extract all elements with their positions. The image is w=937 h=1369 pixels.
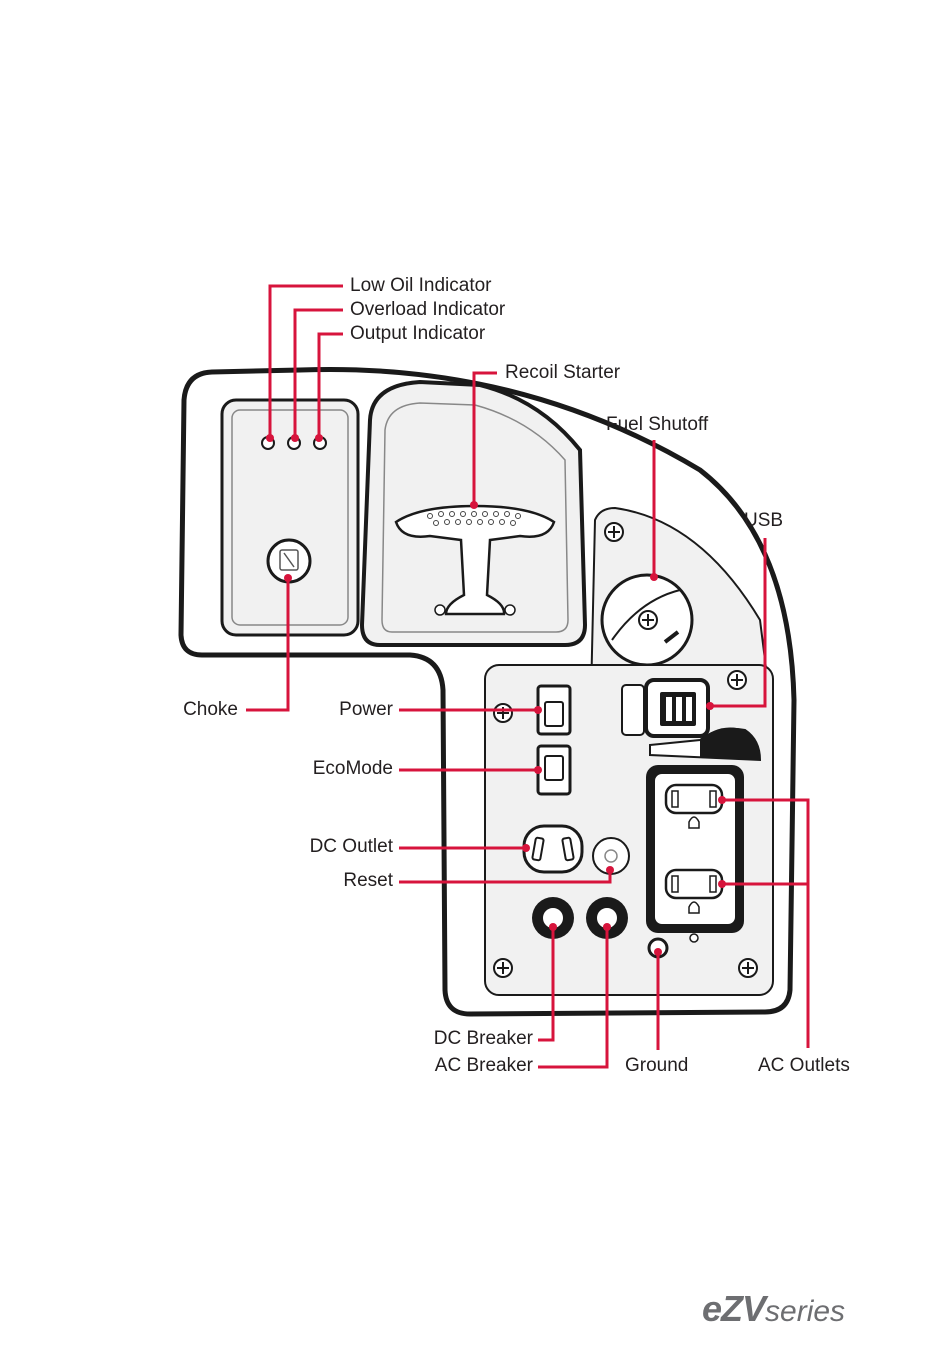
label-usb: USB — [744, 510, 783, 532]
label-dc-outlet: DC Outlet — [270, 836, 393, 858]
label-dc-breaker: DC Breaker — [400, 1028, 533, 1050]
label-output-indicator: Output Indicator — [350, 323, 485, 345]
indicator-panel — [222, 400, 358, 635]
label-ground: Ground — [625, 1055, 688, 1077]
label-overload-indicator: Overload Indicator — [350, 299, 505, 321]
brand-logo-light: series — [765, 1295, 845, 1328]
dc-outlet — [524, 826, 582, 872]
label-low-oil-indicator: Low Oil Indicator — [350, 275, 492, 297]
brand-logo: eZVseries — [702, 1288, 902, 1332]
brand-logo-bold: eZV — [702, 1288, 765, 1329]
label-choke: Choke — [140, 699, 238, 721]
label-reset: Reset — [290, 870, 393, 892]
label-ecomode: EcoMode — [270, 758, 393, 780]
label-recoil-starter: Recoil Starter — [505, 362, 620, 384]
label-ac-outlets: AC Outlets — [758, 1055, 850, 1077]
label-power: Power — [290, 699, 393, 721]
label-fuel-shutoff: Fuel Shutoff — [606, 414, 708, 436]
usb-cover — [622, 685, 644, 735]
label-ac-breaker: AC Breaker — [400, 1055, 533, 1077]
